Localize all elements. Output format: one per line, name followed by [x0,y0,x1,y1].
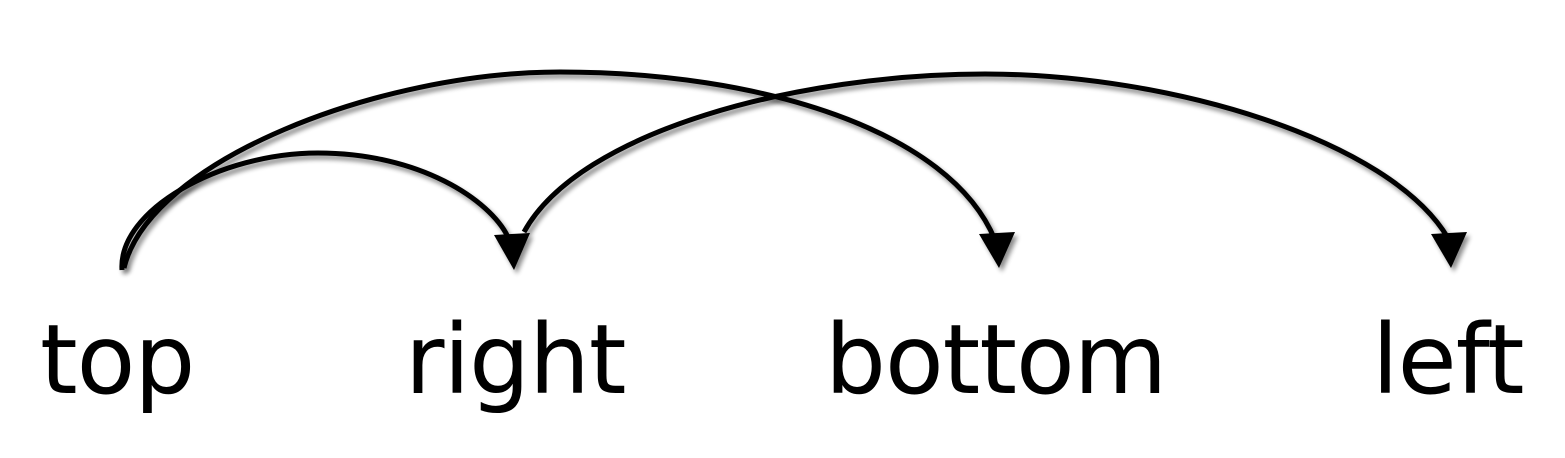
arc-line [521,71,1451,240]
arc-top-to-bottom [121,69,1015,269]
arc-line [119,150,511,271]
arrowhead-icon [494,233,530,270]
arc-top-to-right [119,150,530,271]
word-bottom: bottom [825,304,1167,416]
word-right: right [405,304,627,416]
arc-line [121,69,998,269]
arc-right-to-left [521,71,1467,268]
arrowhead-icon [979,232,1015,268]
word-left: left [1372,304,1524,416]
word-top: top [40,304,195,416]
arrowhead-icon [1431,232,1467,268]
